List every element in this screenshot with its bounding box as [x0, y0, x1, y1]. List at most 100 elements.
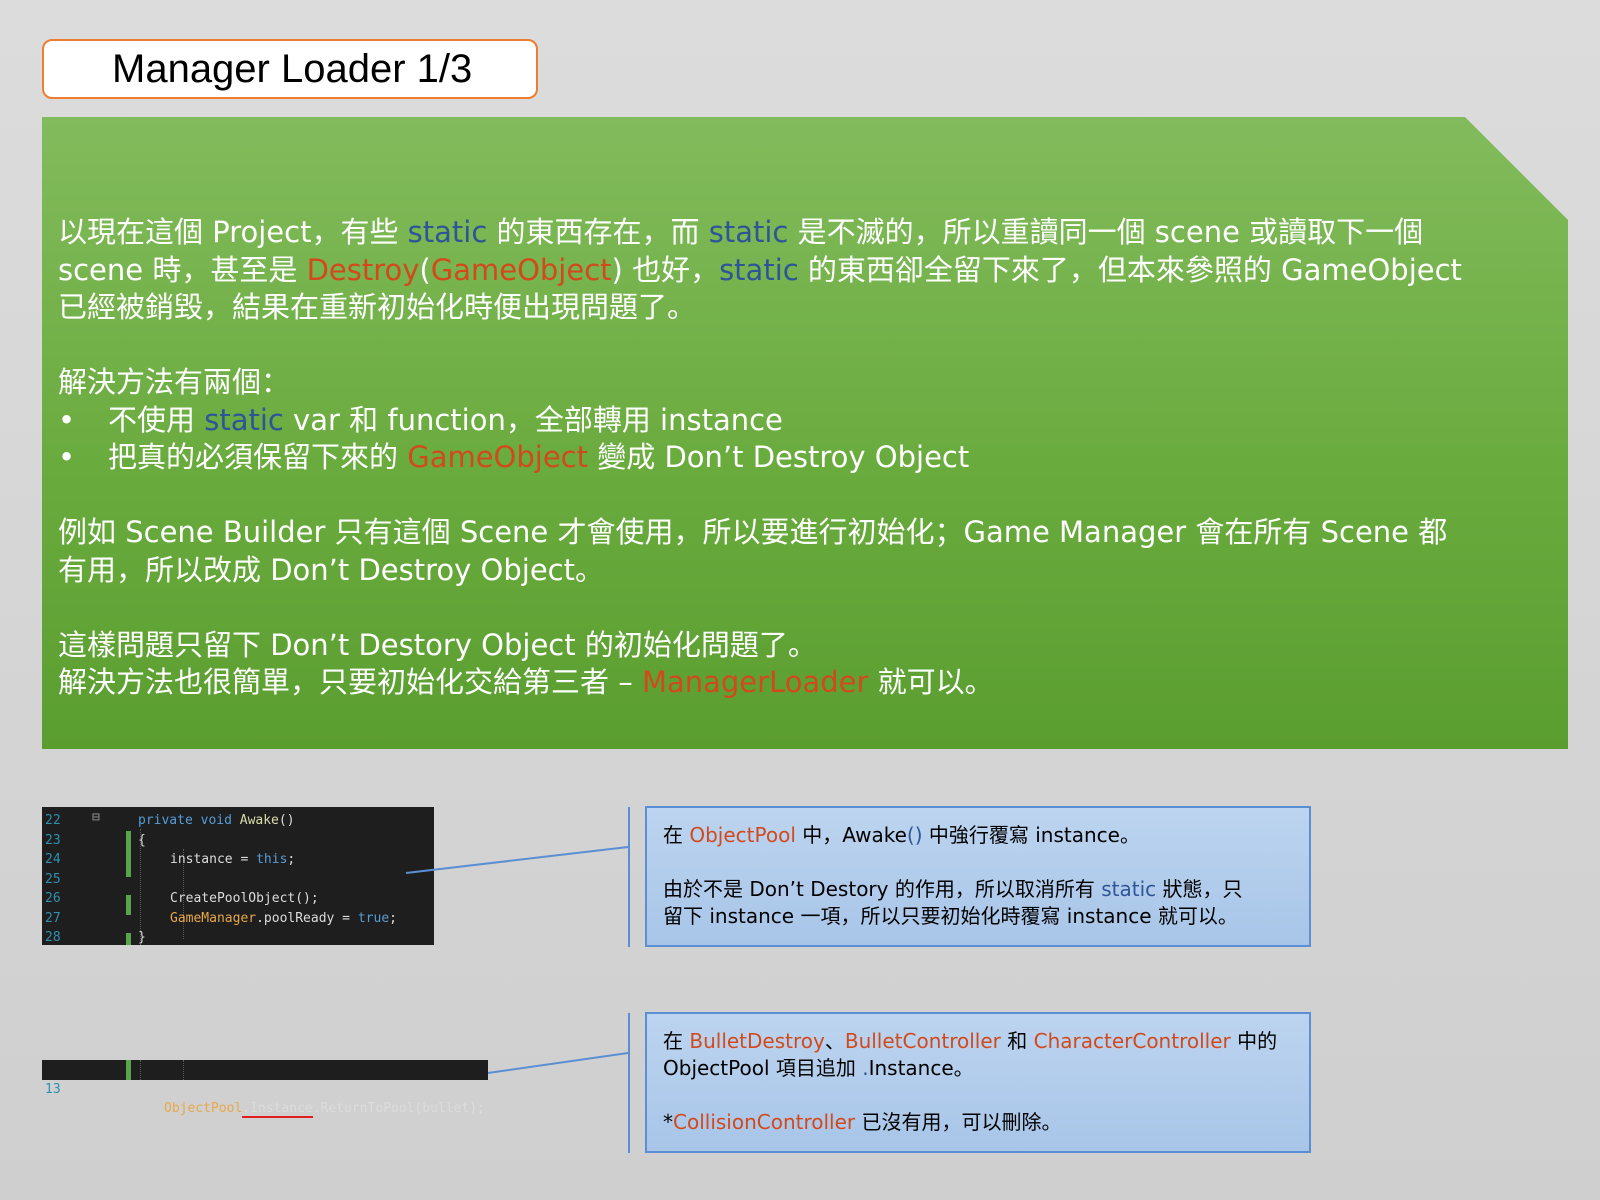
text-span: * — [663, 1110, 673, 1134]
indent-guide — [183, 1060, 184, 1080]
text-span: 在 — [663, 1029, 690, 1053]
code-snippet-awake: ⊟ 22 private void Awake() 23 { 24 instance … — [42, 807, 434, 945]
text-span: 就可以。 — [868, 665, 994, 699]
text-span: scene 時，甚至是 — [58, 252, 307, 287]
callout-line: *CollisionController 已沒有用，可以刪除。 — [663, 1109, 1293, 1136]
callout-line: ObjectPool 項目追加 .Instance。 — [663, 1055, 1293, 1082]
paragraph-line: 這樣問題只留下 Don’t Destory Object 的初始化問題了。 — [58, 627, 817, 662]
text-span: 中強行覆寫 instance。 — [922, 823, 1140, 847]
solution-heading: 解決方法有兩個： — [58, 365, 291, 399]
bullet-item: •不使用 static var 和 function，全部轉用 instance — [58, 402, 1558, 440]
line-number: 23 — [45, 832, 61, 848]
text-span: 、 — [824, 1029, 845, 1053]
text-span: 以現在這個 Project，有些 — [58, 215, 408, 249]
keyword-static: static — [1101, 877, 1157, 901]
paragraph-line: 解決方法也很簡單，只要初始化交給第三者 – ManagerLoader 就可以。 — [58, 664, 1558, 702]
line-number: 22 — [45, 813, 61, 828]
text-span: 中的 — [1230, 1029, 1278, 1053]
line-number: 28 — [45, 930, 61, 945]
paragraph-line: 例如 Scene Builder 只有這個 Scene 才會使用，所以要進行初始… — [58, 515, 1448, 549]
code-token: Instance — [250, 1101, 313, 1116]
indent-guide — [183, 849, 184, 939]
paragraph-line: 以現在這個 Project，有些 static 的東西存在，而 static 是… — [58, 214, 1558, 252]
code-line: 25 — [42, 870, 434, 890]
connector-line — [405, 846, 629, 874]
text-span: 把真的必須保留下來的 — [108, 440, 408, 474]
keyword-destroy: Destroy — [306, 252, 420, 287]
callout-line: 留下 instance 一項，所以只要初始化時覆寫 instance 就可以。 — [663, 904, 1238, 928]
keyword-static: static — [719, 252, 799, 287]
text-span: 變成 Don’t Destroy Object — [588, 440, 970, 474]
text-span: 和 — [1000, 1029, 1034, 1053]
code-text: ObjectPool.Instance.ReturnToPool(bullet)… — [164, 1099, 485, 1119]
text-span: () — [906, 823, 923, 847]
code-snippet-return-to-pool: 13 ObjectPool.Instance.ReturnToPool(bull… — [42, 1060, 488, 1118]
line-number: 24 — [45, 852, 61, 867]
line-number: 25 — [45, 871, 61, 887]
text-span: ( — [419, 252, 431, 287]
callout-bracket — [628, 1013, 640, 1153]
keyword-bulletdestroy: BulletDestroy — [689, 1029, 825, 1053]
change-marker — [126, 831, 131, 877]
text-span: 的東西存在，而 — [487, 215, 709, 249]
text-span: ) 也好， — [611, 252, 720, 287]
text-span: 已沒有用，可以刪除。 — [855, 1110, 1062, 1134]
code-line: 27 GameManager.poolReady = true; — [42, 909, 434, 929]
collapse-icon[interactable]: ⊟ — [92, 810, 100, 825]
change-marker — [126, 1060, 131, 1080]
callout-line: 由於不是 Don’t Destory 的作用，所以取消所有 static 狀態，… — [663, 876, 1293, 903]
text-span: 中，Awake — [795, 823, 907, 847]
line-number: 27 — [45, 910, 61, 926]
text-span: 由於不是 Don’t Destory 的作用，所以取消所有 — [663, 877, 1102, 901]
code-line: 26 CreatePoolObject(); — [42, 889, 434, 909]
change-marker — [126, 933, 131, 945]
line-number: 13 — [45, 1081, 61, 1097]
text-span: 解決方法也很簡單，只要初始化交給第三者 – — [58, 665, 642, 699]
content-panel — [42, 117, 1568, 749]
keyword-collisioncontroller: CollisionController — [673, 1110, 856, 1134]
code-line: 28} — [42, 928, 434, 948]
keyword-bulletcontroller: BulletController — [844, 1029, 1001, 1053]
line-number: 26 — [45, 891, 61, 906]
text-span: 在 — [663, 823, 690, 847]
code-text: private void Awake() — [138, 813, 295, 828]
connector-line — [487, 1052, 629, 1074]
indent-guide — [140, 829, 141, 945]
callout-line: 在 BulletDestroy、BulletController 和 Chara… — [663, 1028, 1293, 1055]
code-text: instance = this; — [170, 852, 296, 867]
code-token: .Instance — [242, 1101, 313, 1118]
text-span: ObjectPool 項目追加 — [663, 1056, 863, 1080]
panel-text: 以現在這個 Project，有些 static 的東西存在，而 static 是… — [58, 214, 1558, 702]
code-line: 13 ObjectPool.Instance.ReturnToPool(bull… — [42, 1060, 488, 1118]
text-span: 狀態，只 — [1156, 877, 1243, 901]
code-line: 22 private void Awake() — [42, 811, 434, 831]
code-token: . — [242, 1101, 251, 1116]
callout-instance: 在 BulletDestroy、BulletController 和 Chara… — [645, 1012, 1311, 1153]
keyword-static: static — [708, 215, 789, 249]
code-token: .ReturnToPool(bullet); — [312, 1101, 485, 1116]
callout-objectpool: 在 ObjectPool 中，Awake() 中強行覆寫 instance。 由… — [645, 806, 1311, 947]
paragraph-line: 已經被銷毀，結果在重新初始化時便出現問題了。 — [58, 290, 697, 324]
keyword-gameobject: GameObject — [407, 440, 589, 474]
code-line: 24 instance = this; — [42, 850, 434, 870]
code-text: CreatePoolObject(); — [170, 891, 319, 906]
bullet-mark: • — [58, 440, 76, 474]
bullet-item: • 把真的必須保留下來的 GameObject 變成 Don’t Destroy … — [58, 439, 1558, 477]
slide-title: Manager Loader 1/3 — [42, 39, 538, 99]
indent-guide — [140, 1060, 141, 1080]
code-text: { — [138, 832, 146, 848]
text-span: var 和 function，全部轉用 instance — [283, 402, 783, 437]
paragraph-line: 有用，所以改成 Don’t Destroy Object。 — [58, 552, 604, 587]
bullet-mark: • — [58, 402, 76, 437]
code-text: GameManager.poolReady = true; — [170, 910, 397, 926]
code-text: } — [138, 930, 146, 945]
callout-bracket — [628, 807, 640, 947]
text-span: . — [862, 1056, 869, 1080]
keyword-managerloader: ManagerLoader — [641, 665, 869, 699]
keyword-charactercontroller: CharacterController — [1033, 1029, 1231, 1053]
keyword-objectpool: ObjectPool — [689, 823, 796, 847]
code-line: 23 { — [42, 831, 434, 851]
change-marker — [126, 895, 131, 915]
keyword-static: static — [204, 402, 284, 437]
keyword-static: static — [407, 215, 488, 249]
